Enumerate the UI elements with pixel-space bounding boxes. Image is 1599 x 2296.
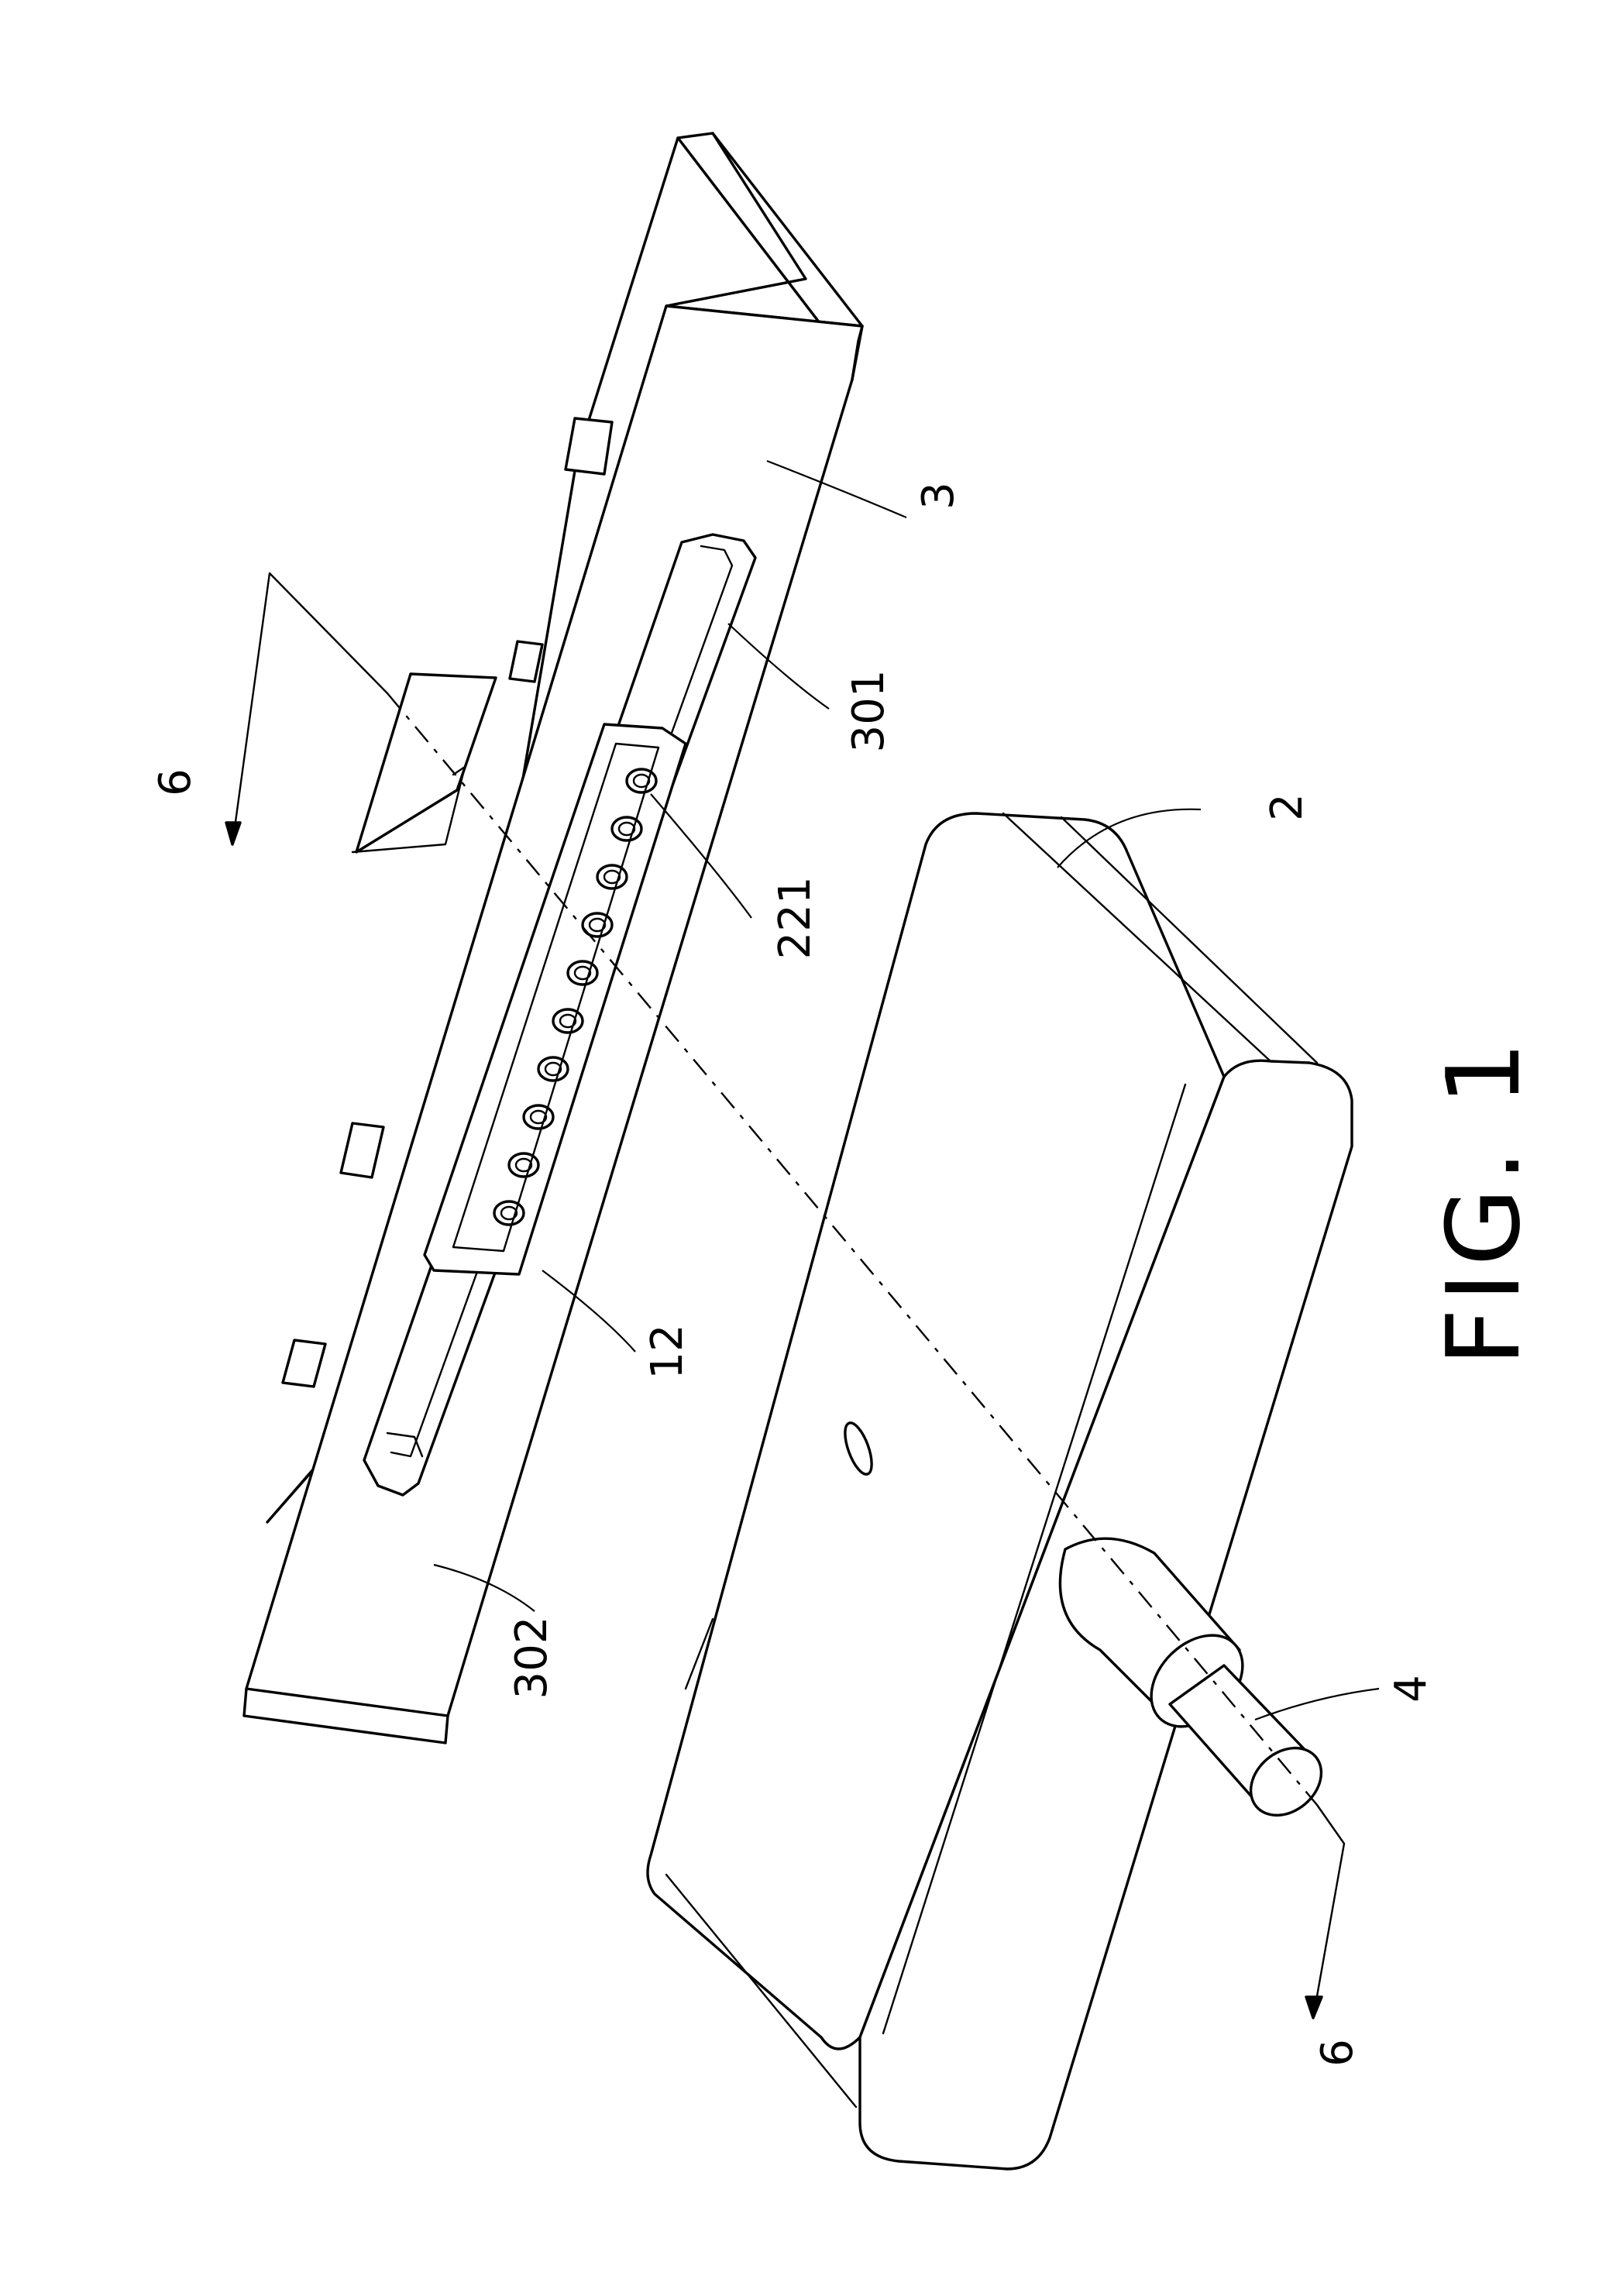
section-arrow-bottom (1313, 1805, 1344, 2018)
section-arrow-top (232, 573, 387, 844)
arrow-head-bottom (1306, 1997, 1322, 2018)
arrow-head-top (226, 823, 240, 844)
latch-tab-2 (510, 641, 542, 682)
label-section-bottom: 6 (1312, 2039, 1363, 2067)
label-302: 302 (507, 1617, 557, 1700)
latch-tab-3 (341, 1123, 383, 1177)
plug-body (648, 813, 1352, 2169)
label-221: 221 (770, 877, 820, 960)
label-2: 2 (1262, 793, 1312, 821)
leader-4 (1255, 1689, 1379, 1720)
label-4: 4 (1386, 1675, 1436, 1703)
flex-tab (356, 674, 496, 852)
label-12: 12 (642, 1324, 693, 1379)
figure-caption: FIG. 1 (1425, 1035, 1542, 1366)
label-301: 301 (844, 670, 894, 753)
latch-tab-4 (283, 1340, 325, 1387)
label-section-top: 6 (150, 768, 201, 796)
latch-tab-1 (566, 418, 612, 474)
label-3: 3 (913, 482, 964, 510)
